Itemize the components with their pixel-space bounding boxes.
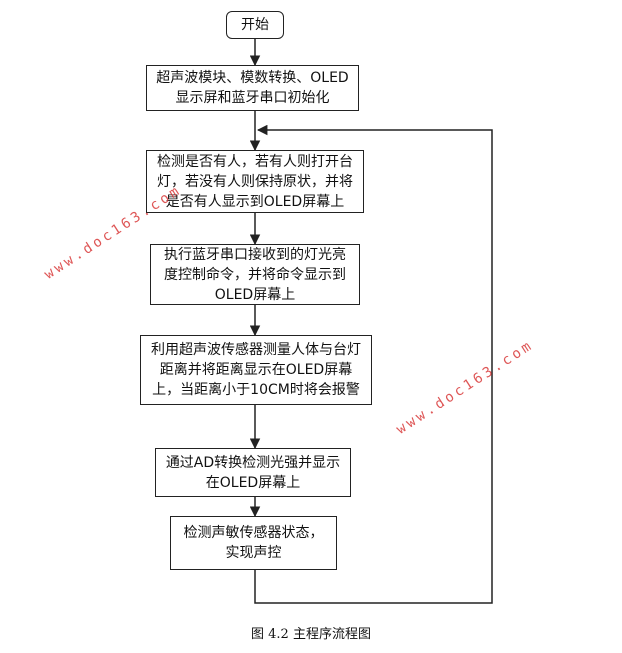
sound-line-1: 检测声敏传感器状态， <box>183 525 324 541</box>
light-step: 通过AD转换检测光强并显示 在OLED屏幕上 <box>155 448 351 497</box>
bluetooth-line-3: OLED屏幕上 <box>214 286 296 303</box>
detect-line-3: 是否有人显示到OLED屏幕上 <box>165 193 345 210</box>
ultrasonic-line-1: 利用超声波传感器测量人体与台灯 <box>151 342 361 358</box>
start-node: 开始 <box>226 11 284 39</box>
figure-caption: 图 4.2 主程序流程图 <box>251 627 371 642</box>
detect-line-1: 检测是否有人，若有人则打开台 <box>157 153 353 170</box>
ultrasonic-line-2: 距离并将距离显示在OLED屏幕 <box>159 362 353 378</box>
light-line-2: 在OLED屏幕上 <box>205 474 301 491</box>
ultrasonic-line-3: 上，当距离小于10CM时将会报警 <box>152 382 360 398</box>
light-line-1: 通过AD转换检测光强并显示 <box>165 454 341 471</box>
sound-step: 检测声敏传感器状态， 实现声控 <box>170 516 337 570</box>
sound-line-2: 实现声控 <box>225 545 282 561</box>
start-label: 开始 <box>241 17 269 33</box>
ultrasonic-step: 利用超声波传感器测量人体与台灯 距离并将距离显示在OLED屏幕 上，当距离小于1… <box>140 335 372 405</box>
bluetooth-line-2: 度控制命令，并将命令显示到 <box>164 266 346 283</box>
init-line-2: 显示屏和蓝牙串口初始化 <box>175 90 330 106</box>
init-step: 超声波模块、模数转换、OLED 显示屏和蓝牙串口初始化 <box>146 65 359 111</box>
bluetooth-step: 执行蓝牙串口接收到的灯光亮 度控制命令，并将命令显示到 OLED屏幕上 <box>150 244 360 305</box>
init-line-1: 超声波模块、模数转换、OLED <box>156 70 349 86</box>
loop-back-line <box>254 124 493 604</box>
detect-step: 检测是否有人，若有人则打开台 灯，若没有人则保持原状，并将 是否有人显示到OLE… <box>146 150 364 213</box>
detect-line-2: 灯，若没有人则保持原状，并将 <box>157 173 353 190</box>
bluetooth-line-1: 执行蓝牙串口接收到的灯光亮 <box>164 246 346 263</box>
